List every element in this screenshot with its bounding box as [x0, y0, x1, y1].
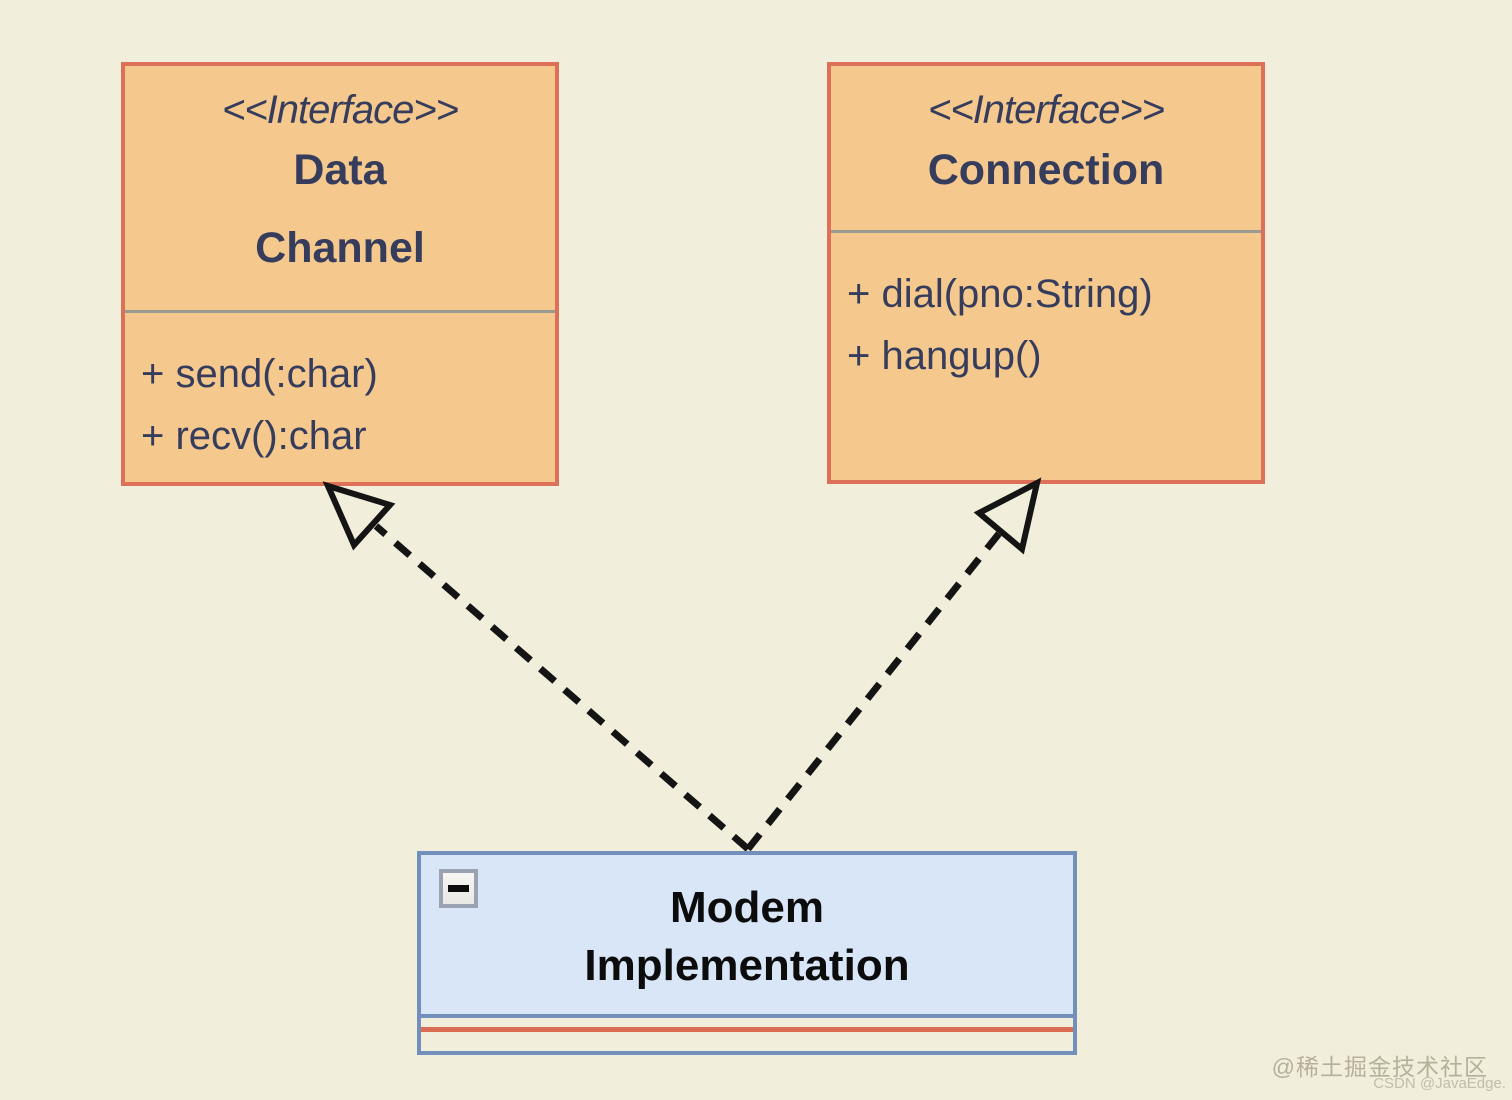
- stereotype-label: <<Interface>>: [927, 88, 1165, 132]
- class-title: Modem Implementation: [421, 855, 1073, 995]
- realization-arrow-connection: [745, 477, 1042, 852]
- methods-compartment: + send(:char) + recv():char: [125, 313, 555, 467]
- interface-header: <<Interface>> Connection: [831, 66, 1261, 230]
- method-label: + hangup(): [847, 334, 1042, 378]
- class-name-compartment: Modem Implementation: [421, 855, 1073, 1018]
- class-box-modem-implementation: Modem Implementation: [417, 851, 1077, 1055]
- methods-compartment: + dial(pno:String) + hangup(): [831, 233, 1261, 387]
- compartment-separator: [125, 310, 555, 313]
- class-name-line: Implementation: [584, 941, 910, 990]
- compartment-separator: [831, 230, 1261, 233]
- method-label: + send(:char): [141, 352, 378, 396]
- stereotype-label: <<Interface>>: [221, 88, 459, 132]
- watermark-csdn: CSDN @JavaEdge.: [1373, 1075, 1506, 1092]
- interface-box-data-channel: <<Interface>> Data Channel + send(:char)…: [121, 62, 559, 486]
- interface-name-line: Connection: [927, 146, 1165, 194]
- realization-arrow-data-channel: [322, 481, 751, 852]
- interface-box-connection: <<Interface>> Connection + dial(pno:Stri…: [827, 62, 1265, 484]
- watermark-juejin: @稀土掘金技术社区: [1271, 1054, 1488, 1080]
- footer-accent-line: [421, 1027, 1073, 1032]
- class-name-line: Modem: [670, 883, 824, 932]
- minus-icon: [448, 885, 469, 892]
- class-footer-compartment: [421, 1018, 1073, 1051]
- interface-name-line: Data: [293, 146, 387, 194]
- interface-name-line: Channel: [255, 224, 425, 272]
- method-label: + dial(pno:String): [847, 272, 1153, 316]
- interface-header: <<Interface>> Data Channel: [125, 66, 555, 310]
- collapse-button[interactable]: [439, 869, 478, 908]
- method-label: + recv():char: [141, 414, 367, 458]
